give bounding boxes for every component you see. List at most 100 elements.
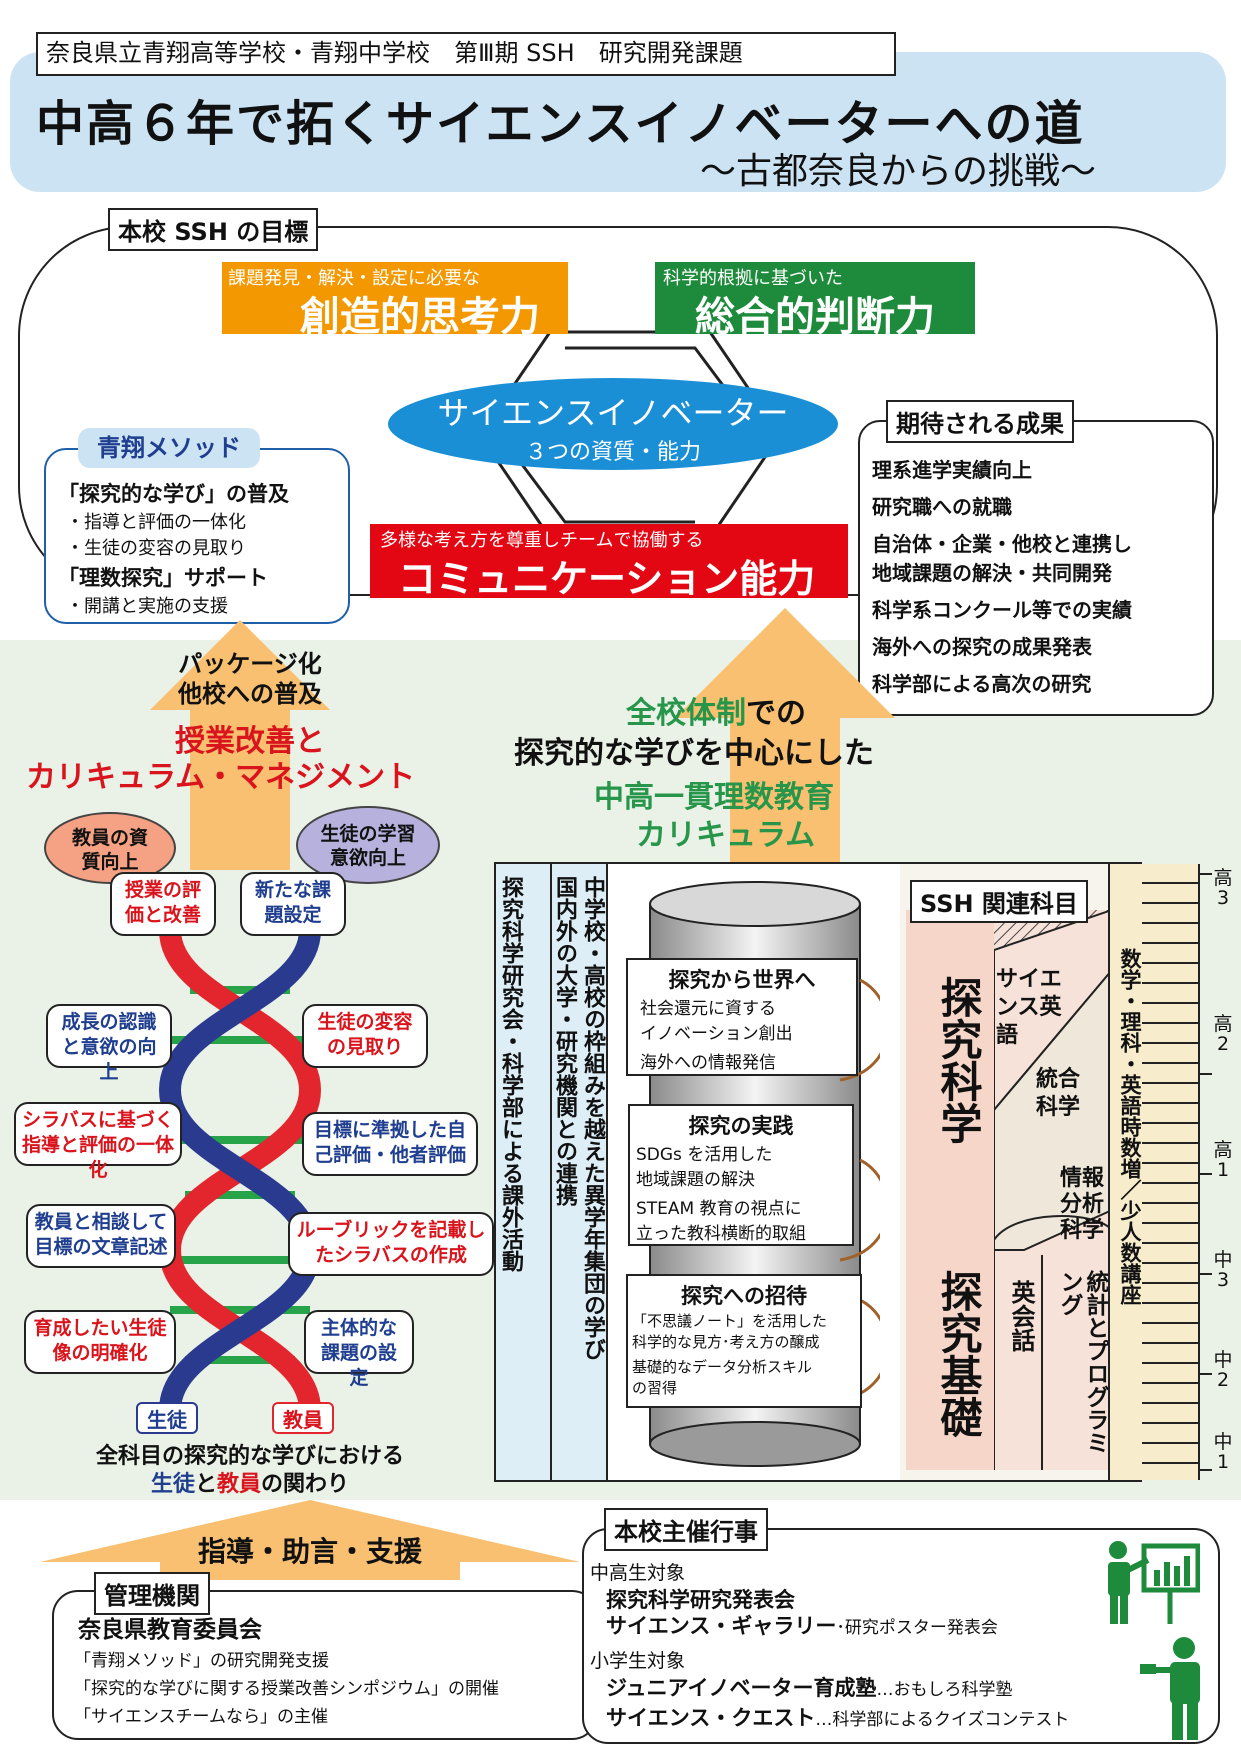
ssh-subjects-tab: SSH 関連科目 <box>910 880 1088 923</box>
cyl-card-invite-l2: 科学的な見方･考え方の醸成 <box>632 1333 820 1351</box>
creative-thinking-box: 課題発見・解決・設定に必要な 創造的思考力 <box>222 262 568 340</box>
vcol-divider <box>550 864 552 1480</box>
ruler-label-c2: 中2 <box>1213 1349 1233 1391</box>
communication-sub: 多様な考え方を尊重しチームで協働する <box>380 530 704 551</box>
int-sci-label: 統合科学 <box>1036 1067 1081 1120</box>
cyl-card-world-l1: 社会還元に資する <box>640 999 776 1019</box>
admin-line-3: 「サイエンスチームなら」の主催 <box>74 1707 328 1727</box>
method-item-1: ・指導と評価の一体化 <box>66 512 246 533</box>
cyl-card-invite-title: 探究への招待 <box>681 1284 807 1308</box>
cyl-card-world-l3: 海外への情報発信 <box>640 1053 776 1073</box>
admin-name: 奈良県教育委員会 <box>78 1617 262 1643</box>
header-subtitle-box: 奈良県立青翔高等学校・青翔中学校 第Ⅲ期 SSH 研究開発課題 <box>36 32 896 76</box>
caption-teacher: 教員 <box>217 1472 262 1497</box>
page-title: 中高６年で拓くサイエンスイノベーターへの道 <box>36 96 1085 152</box>
outcome-item: 科学部による高次の研究 <box>872 672 1092 696</box>
cyl-card-practice-title: 探究の実践 <box>688 1114 794 1138</box>
method-heading-2: 「理数探究」サポート <box>58 566 268 590</box>
helix-caption-2: 生徒と教員の関わり <box>30 1466 470 1498</box>
support-text: 指導・助言・支援 <box>197 1535 422 1568</box>
caption-student: 生徒 <box>150 1472 195 1497</box>
whole-school-green: 全校体制 <box>626 696 746 731</box>
cyl-card-practice-l4: 立った教科横断的取組 <box>636 1224 806 1244</box>
cyl-card-practice: 探究の実践 SDGs を活用した 地域課題の解決 STEAM 教育の視点に 立っ… <box>628 1104 854 1246</box>
student-label: 生徒 <box>136 1402 198 1434</box>
outcome-item: 理系進学実績向上 <box>872 458 1032 482</box>
communication-main: コミュニケーション能力 <box>398 557 816 601</box>
consult-box: 教員と相談して目標の文章記述 <box>26 1204 176 1268</box>
growth-box: 成長の認識と意欲の向上 <box>46 1004 172 1083</box>
cyl-card-practice-l2: 地域課題の解決 <box>636 1170 755 1190</box>
event-4-note: …科学部によるクイズコンテスト <box>815 1710 1070 1730</box>
outcomes-tab: 期待される成果 <box>886 400 1074 443</box>
extra-hours-label: 数学・理科・英語時数増／少人数講座 <box>1118 948 1142 1305</box>
ruler-label-h3: 高3 <box>1213 867 1233 909</box>
ruler-label-h2: 高2 <box>1213 1013 1233 1055</box>
self-eval-box: 目標に準拠した自己評価・他者評価 <box>302 1112 478 1176</box>
cyl-card-world-l2: イノベーション創出 <box>640 1024 793 1044</box>
tanq-sci-label: 探究科学 <box>934 976 983 1144</box>
teacher-label: 教員 <box>272 1402 334 1434</box>
cyl-card-world: 探究から世界へ 社会還元に資する イノベーション創出 海外への情報発信 <box>626 958 858 1076</box>
cyl-card-invite-l3: 基礎的なデータ分析スキル <box>632 1358 813 1376</box>
package-text-2: 他校への普及 <box>178 680 322 708</box>
center-arrow <box>675 608 895 898</box>
event-2: サイエンス・ギャラリー <box>606 1614 837 1638</box>
innovator-line1: サイエンスイノベーター <box>437 394 789 432</box>
vcol-divider-2 <box>606 864 608 1480</box>
event-1: 探究科学研究発表会 <box>606 1588 795 1612</box>
events-target-2: 小学生対象 <box>590 1650 686 1672</box>
cyl-card-practice-l3: STEAM 教育の視点に <box>636 1199 802 1219</box>
ruler-label-c3: 中3 <box>1213 1249 1233 1291</box>
curriculum-management-2: カリキュラム・マネジメント <box>26 760 416 795</box>
events-tab: 本校主催行事 <box>604 1508 768 1551</box>
student-change-box: 生徒の変容の見取り <box>302 1004 428 1068</box>
event-3-line: ジュニアイノベーター育成塾…おもしろ科学塾 <box>606 1672 1012 1702</box>
info-sci-label: 情報分析科学 <box>1060 1166 1105 1243</box>
event-3: ジュニアイノベーター育成塾 <box>606 1676 877 1700</box>
caption-and: と <box>194 1472 217 1497</box>
eval-improve-box: 授業の評価と改善 <box>110 872 216 936</box>
presentation-icon <box>1108 1541 1200 1624</box>
stats-label: 統計とプログラミング <box>1056 1270 1108 1454</box>
ruler-label-h1: 高1 <box>1213 1139 1233 1181</box>
vcol-club: 探究科学研究会・科学部による課外活動 <box>498 876 523 1272</box>
method-item-3: ・開講と実施の支援 <box>66 596 228 617</box>
dna-helix <box>158 930 322 1410</box>
vcol-cross-grade: 中学校・高校の枠組みを越えた異学年集団の学び <box>580 876 605 1360</box>
left-arrow <box>150 620 330 870</box>
ruler-stripe <box>1142 864 1200 1480</box>
outcome-item: 自治体・企業・他校と連携し <box>872 532 1132 556</box>
package-text-1: パッケージ化 <box>178 650 322 678</box>
ruler-label-c1: 中1 <box>1213 1431 1233 1473</box>
rubric-box: ルーブリックを記載したシラバスの作成 <box>288 1212 494 1276</box>
student-motivation-ellipse: 生徒の学習意欲向上 <box>296 806 440 884</box>
inquiry-centered-text: 探究的な学びを中心にした <box>514 736 874 771</box>
cyl-card-invite-l1: 「不思議ノート」を活用した <box>632 1312 828 1330</box>
judgment-box: 科学的根拠に基づいた 総合的判断力 <box>655 262 975 340</box>
teacher-icon <box>1140 1637 1200 1740</box>
outcome-item: 研究職への就職 <box>872 495 1012 519</box>
creative-thinking-main: 創造的思考力 <box>300 294 540 340</box>
creative-thinking-sub: 課題発見・解決・設定に必要な <box>228 268 480 289</box>
teacher-quality-ellipse: 教員の資質向上 <box>44 812 176 884</box>
support-arrow <box>40 1500 580 1580</box>
event-4-line: サイエンス・クエスト…科学部によるクイズコンテスト <box>606 1702 1069 1732</box>
subject-task-box: 主体的な課題の設定 <box>304 1310 414 1389</box>
outcome-item: 地域課題の解決・共同開発 <box>872 561 1112 585</box>
events-target-1: 中高生対象 <box>590 1562 686 1584</box>
communication-box: 多様な考え方を尊重しチームで協働する コミュニケーション能力 <box>370 524 848 601</box>
page-subtitle: 〜古都奈良からの挑戦〜 <box>700 151 1097 192</box>
ruler-ticks <box>1198 873 1212 1471</box>
judgment-sub: 科学的根拠に基づいた <box>663 268 843 289</box>
event-3-note: …おもしろ科学塾 <box>876 1680 1013 1700</box>
curriculum-management-1: 授業改善と <box>175 724 325 759</box>
integrated-education-text: 中高一貫理数教育 <box>594 780 834 815</box>
new-task-box: 新たな課題設定 <box>240 872 346 936</box>
whole-school-de: での <box>746 696 806 731</box>
innovator-line2: ３つの資質・能力 <box>524 440 701 465</box>
cyl-card-invite-l4: の習得 <box>632 1379 678 1397</box>
cyl-card-practice-l1: SDGs を活用した <box>636 1145 773 1165</box>
admin-tab: 管理機関 <box>94 1572 210 1615</box>
tanq-basic-label: 探究基礎 <box>934 1270 983 1438</box>
